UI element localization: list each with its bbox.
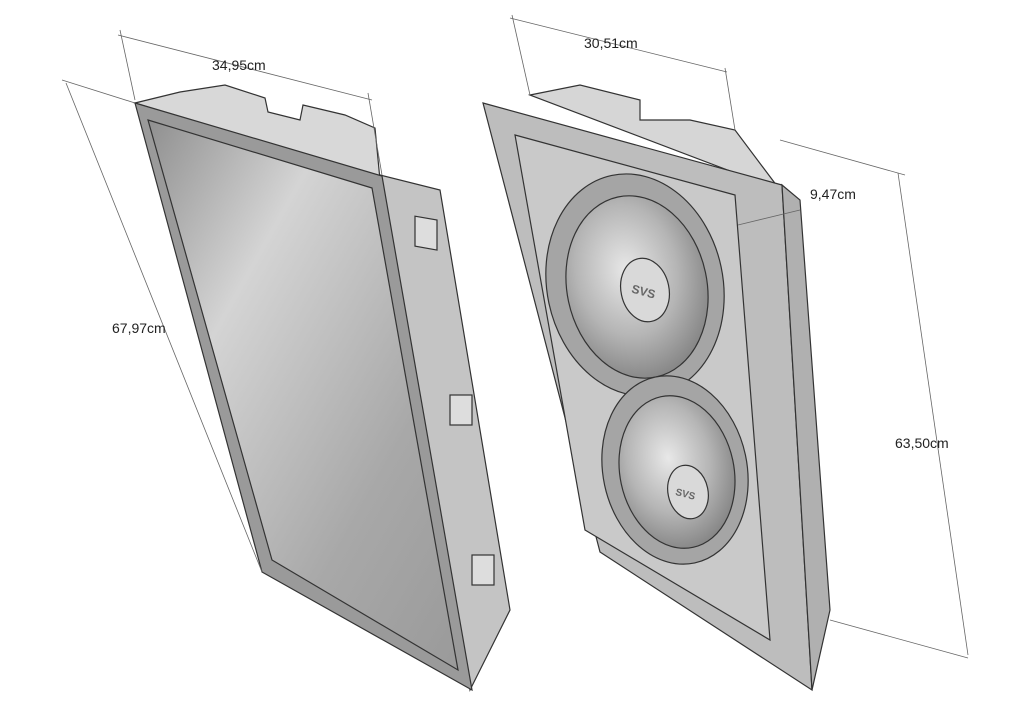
right-speaker-driver-view (482, 84, 831, 692)
grille-face (147, 119, 459, 672)
logo-lower: SVS (674, 487, 696, 503)
woofer-upper-dustcap (619, 257, 671, 323)
dim-line-left-width (117, 34, 373, 101)
label-left-height: 67,97cm (112, 320, 166, 336)
logo-upper: SVS (630, 282, 657, 302)
label-right-width: 30,51cm (584, 35, 638, 51)
dim-line-left-height (65, 82, 263, 573)
label-left-width: 34,95cm (212, 57, 266, 73)
label-right-depth: 9,47cm (810, 186, 856, 202)
side-panel (781, 183, 831, 691)
dim-line-right-depth (737, 209, 801, 226)
clip (449, 394, 473, 426)
label-right-height: 63,50cm (895, 435, 949, 451)
clip (414, 215, 438, 251)
woofer-lower-dustcap (667, 464, 709, 520)
clip (471, 554, 495, 586)
dimension-lines (61, 14, 969, 659)
dim-line-right-width (509, 17, 728, 73)
left-speaker-grille-view (132, 84, 511, 692)
dim-line-right-height (897, 172, 969, 656)
back-box (527, 84, 782, 192)
